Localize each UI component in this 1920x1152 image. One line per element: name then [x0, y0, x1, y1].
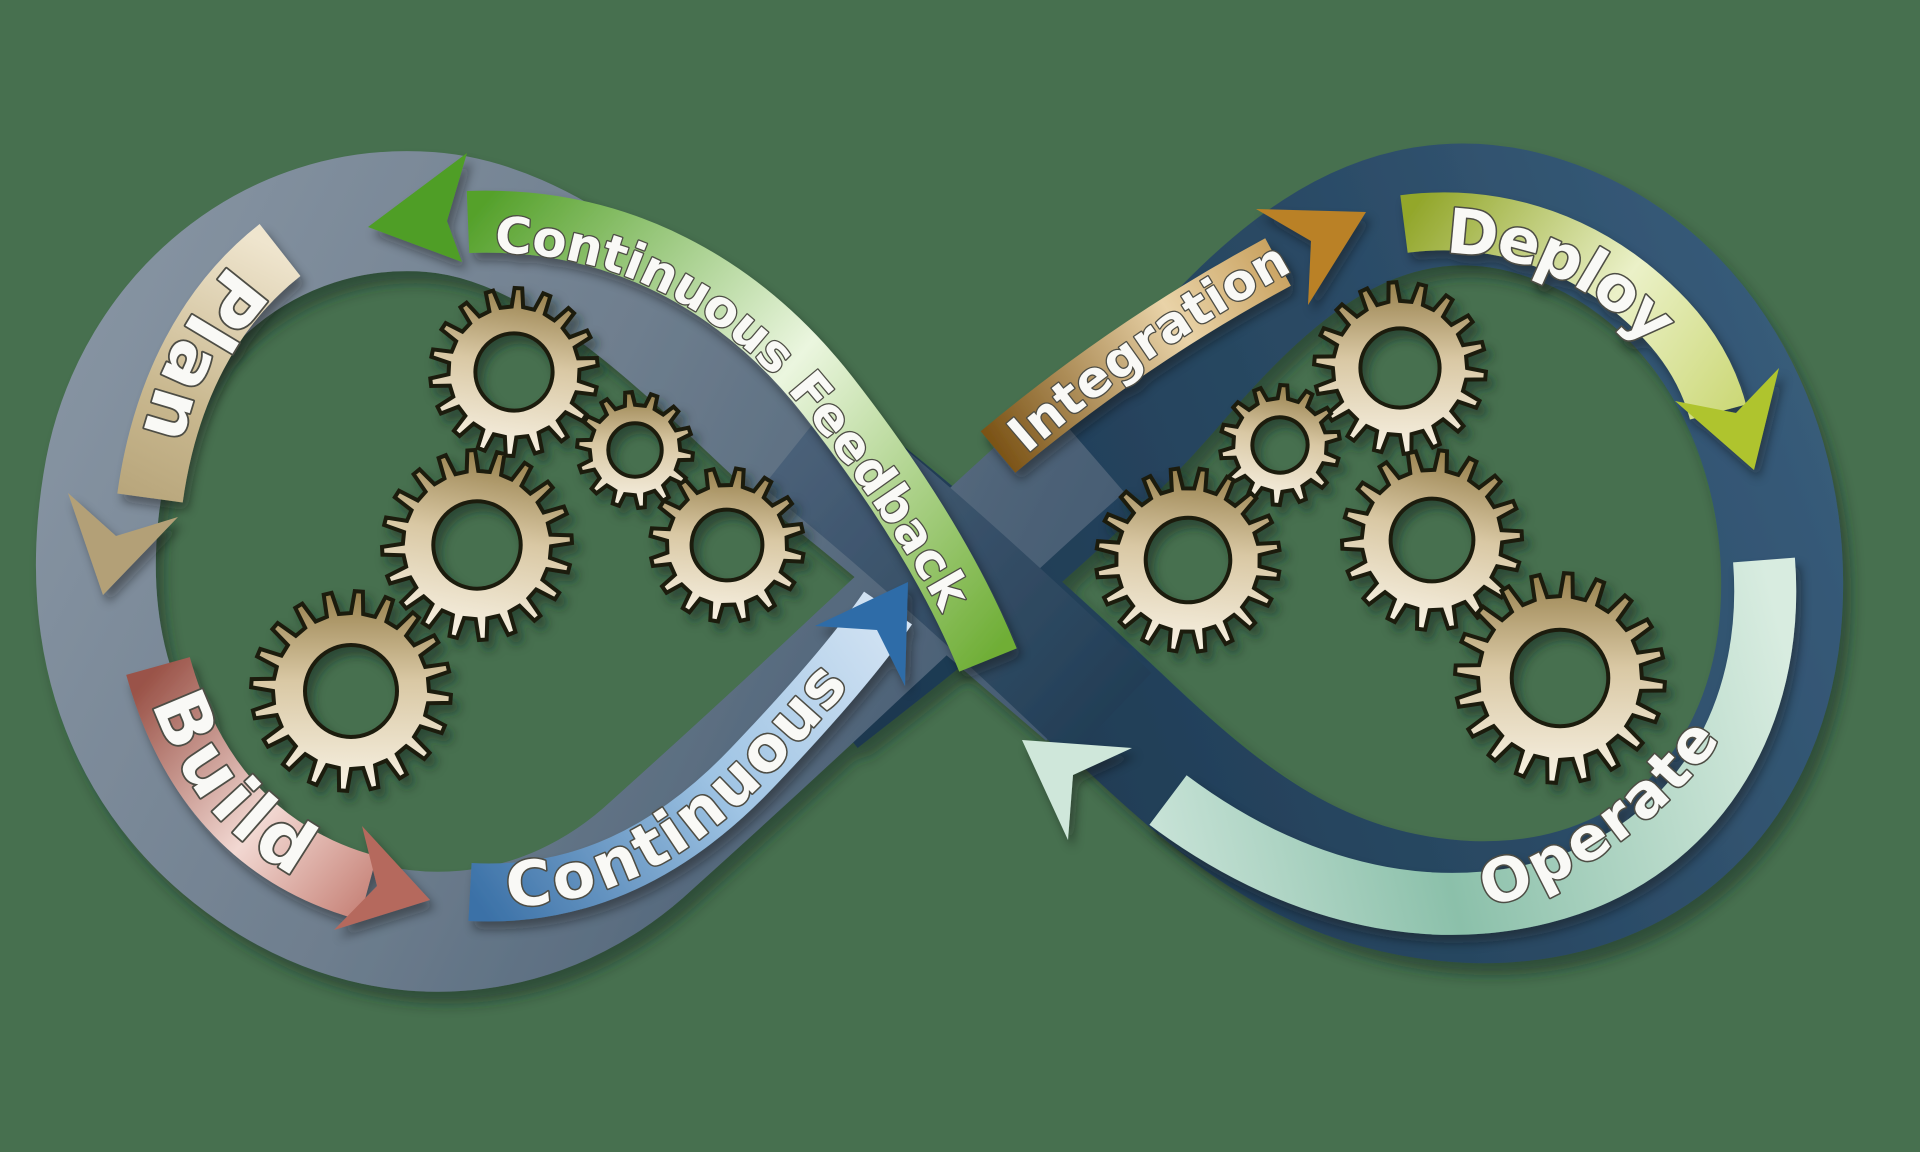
gear-icon [1339, 448, 1525, 632]
deploy-band [1400, 192, 1747, 420]
gear-icon [648, 466, 806, 624]
deploy-arrow-head-icon [1675, 368, 1779, 470]
gear-cluster-right [1094, 279, 1668, 786]
plan-band [117, 224, 301, 503]
continuous-arrow-head-icon [815, 582, 908, 686]
operate-arrow-head-icon [1022, 740, 1132, 840]
gear-icon [379, 447, 575, 643]
continuous-feedback-arrow-head-icon [368, 153, 467, 262]
build-band [126, 656, 378, 920]
gear-icon [1452, 570, 1668, 786]
integration-band [980, 238, 1291, 473]
gear-icon [428, 285, 600, 459]
plan-arrow-head-icon [68, 493, 178, 595]
gear-icon [574, 389, 696, 511]
operate-band [1149, 557, 1797, 935]
build-arrow-head-icon [334, 826, 430, 930]
continuous-band [468, 591, 912, 922]
gear-icon [1218, 382, 1342, 508]
continuous-feedback-band [466, 190, 1017, 672]
integration-arrow-head-icon [1256, 209, 1366, 305]
gear-icon [1094, 466, 1282, 654]
gear-cluster-left [248, 285, 806, 794]
gear-icon [1311, 279, 1489, 457]
gear-icon [248, 588, 454, 794]
